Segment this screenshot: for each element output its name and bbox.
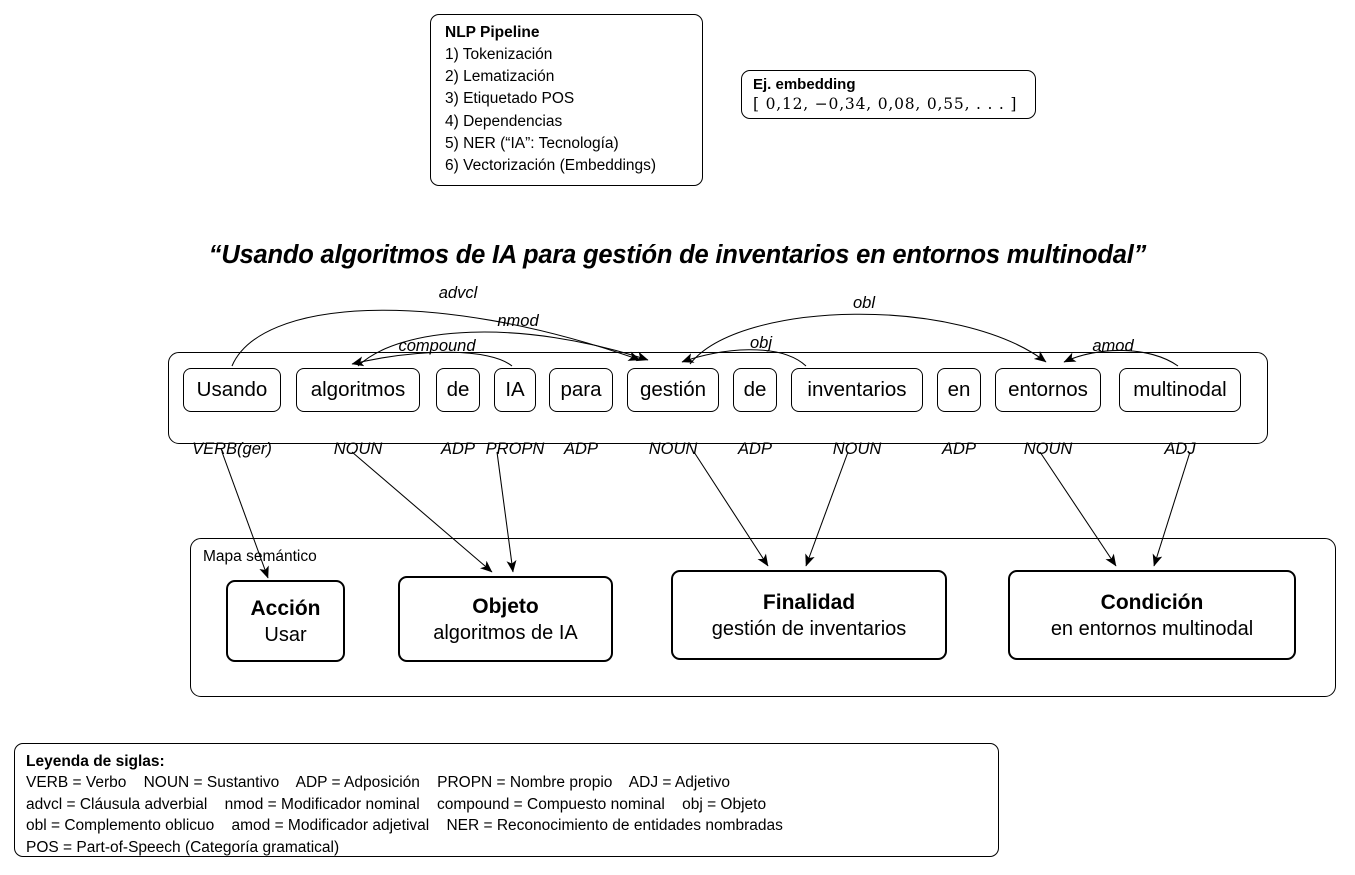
token-box: de bbox=[436, 368, 480, 412]
nlp-pipeline-box: NLP Pipeline 1) Tokenización 2) Lematiza… bbox=[430, 14, 703, 186]
pos-tag: ADP bbox=[564, 440, 598, 458]
semantic-box-title: Acción bbox=[250, 596, 321, 620]
pos-tag: VERB(ger) bbox=[192, 440, 272, 458]
semantic-box-title: Objeto bbox=[472, 594, 539, 618]
legend-row: VERB = Verbo NOUN = Sustantivo ADP = Adp… bbox=[26, 774, 731, 791]
pos-tag: NOUN bbox=[648, 440, 698, 458]
pos-tag: NOUN bbox=[832, 440, 882, 458]
token-box: entornos bbox=[995, 368, 1101, 412]
pos-tag: ADJ bbox=[1164, 440, 1196, 458]
dependency-arc-label: nmod bbox=[497, 312, 539, 330]
semantic-box: Objeto algoritmos de IA bbox=[398, 576, 613, 662]
dependency-arc-label: obl bbox=[853, 294, 876, 312]
token-box: en bbox=[937, 368, 981, 412]
semantic-box-text: Usar bbox=[264, 623, 307, 646]
semantic-box-title: Finalidad bbox=[762, 590, 856, 614]
token-box: para bbox=[549, 368, 613, 412]
semantic-box: Finalidad gestión de inventarios bbox=[671, 570, 947, 660]
embedding-vector: [ 0,12, −0,34, 0,08, 0,55, . . . ] bbox=[753, 95, 1018, 113]
token-box: gestión bbox=[627, 368, 719, 412]
semantic-box-text: algoritmos de IA bbox=[433, 621, 578, 644]
embedding-title: Ej. embedding bbox=[753, 76, 856, 93]
semantic-box-title: Condición bbox=[1100, 590, 1204, 614]
nlp-pipeline-step: 1) Tokenización bbox=[445, 46, 553, 63]
legend-row: POS = Part-of-Speech (Categoría gramatic… bbox=[26, 838, 340, 856]
nlp-pipeline-title: NLP Pipeline bbox=[445, 24, 540, 41]
nlp-pipeline-step: 5) NER (“IA”: Tecnología) bbox=[445, 134, 619, 152]
legend-box: Leyenda de siglas: VERB = Verbo NOUN = S… bbox=[14, 743, 999, 857]
token-box: IA bbox=[494, 368, 536, 412]
pos-tag: ADP bbox=[942, 440, 976, 458]
dependency-arc-label: obj bbox=[750, 334, 773, 352]
pos-tag: PROPN bbox=[485, 440, 545, 458]
token-box: Usando bbox=[183, 368, 281, 412]
legend-row: obl = Complemento oblicuo amod = Modific… bbox=[26, 817, 783, 834]
pos-tag: NOUN bbox=[333, 440, 383, 458]
pos-tag: NOUN bbox=[1023, 440, 1073, 458]
legend-row: advcl = Cláusula adverbial nmod = Modifi… bbox=[26, 795, 767, 813]
token-box: de bbox=[733, 368, 777, 412]
token-box: algoritmos bbox=[296, 368, 420, 412]
pos-tag: ADP bbox=[441, 440, 475, 458]
semantic-map-label: Mapa semántico bbox=[203, 548, 317, 565]
nlp-pipeline-step: 6) Vectorización (Embeddings) bbox=[445, 157, 657, 175]
sentence-headline: “Usando algoritmos de IA para gestión de… bbox=[208, 241, 1147, 269]
semantic-box-text: en entornos multinodal bbox=[1050, 617, 1254, 640]
nlp-pipeline-step: 3) Etiquetado POS bbox=[445, 90, 575, 108]
token-box: inventarios bbox=[791, 368, 923, 412]
dependency-arc-label: advcl bbox=[439, 284, 479, 302]
token-box: multinodal bbox=[1119, 368, 1241, 412]
semantic-box-text: gestión de inventarios bbox=[711, 617, 907, 640]
nlp-pipeline-step: 2) Lematización bbox=[445, 68, 555, 86]
embedding-example-box: Ej. embedding [ 0,12, −0,34, 0,08, 0,55,… bbox=[741, 70, 1036, 119]
legend-title: Leyenda de siglas: bbox=[26, 753, 165, 770]
pos-tag: ADP bbox=[738, 440, 772, 458]
nlp-pipeline-step: 4) Dependencias bbox=[445, 112, 563, 130]
semantic-box: Condición en entornos multinodal bbox=[1008, 570, 1296, 660]
